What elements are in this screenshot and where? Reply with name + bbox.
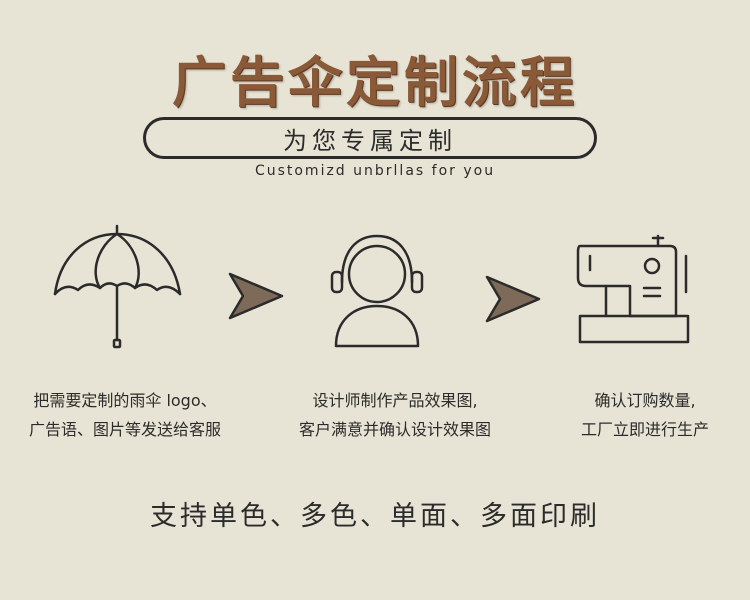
arrow-right-icon	[228, 272, 284, 320]
step-3-line-1: 确认订购数量,	[594, 391, 696, 410]
step-1-line-1: 把需要定制的雨伞 logo、	[33, 391, 217, 410]
arrow-right-icon	[485, 275, 541, 323]
step-3-caption: 确认订购数量, 工厂立即进行生产	[540, 386, 750, 444]
customer-service-icon	[330, 234, 424, 348]
step-1-caption: 把需要定制的雨伞 logo、 广告语、图片等发送给客服	[0, 386, 250, 444]
custom-badge-label: 为您专属定制	[283, 126, 457, 155]
step-2-line-2: 客户满意并确认设计效果图	[298, 420, 491, 439]
umbrella-icon	[53, 224, 182, 349]
step-1-line-2: 广告语、图片等发送给客服	[28, 420, 221, 439]
step-3-line-2: 工厂立即进行生产	[580, 420, 709, 439]
step-2-caption: 设计师制作产品效果图, 客户满意并确认设计效果图	[270, 386, 520, 444]
step-2-line-1: 设计师制作产品效果图,	[312, 391, 478, 410]
page-subtitle: Customizd unbrllas for you	[254, 163, 496, 179]
sewing-machine-icon	[576, 234, 690, 344]
print-options-text: 支持单色、多色、单面、多面印刷	[150, 501, 600, 532]
custom-badge: 为您专属定制	[143, 117, 597, 159]
page-title: 广告伞定制流程	[172, 51, 578, 114]
